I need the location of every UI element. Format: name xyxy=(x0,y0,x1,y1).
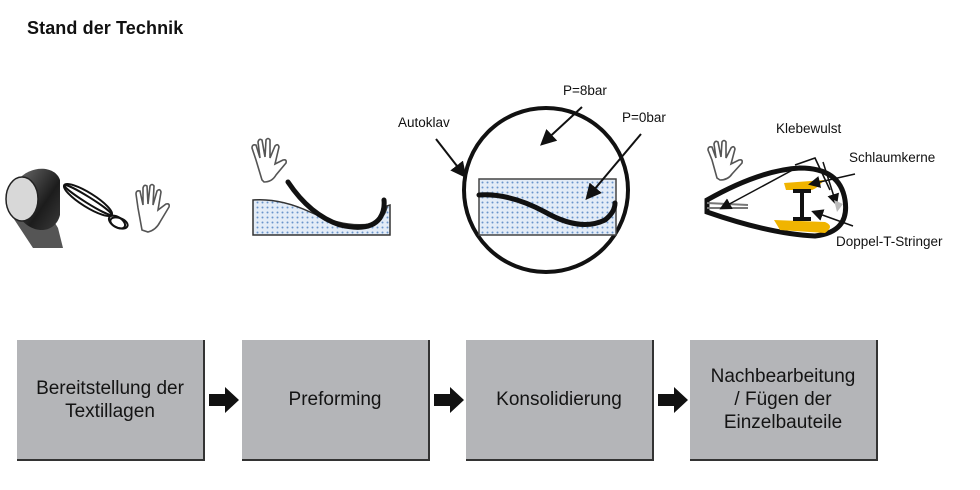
page-title: Stand der Technik xyxy=(27,18,184,38)
step-label: Preforming xyxy=(288,389,382,410)
pressure-outside-arrow xyxy=(540,106,583,146)
arrow-right-icon xyxy=(209,387,239,413)
scissors-icon xyxy=(62,183,129,230)
autoclave-arrow xyxy=(435,138,467,179)
step-label: Bereitstellung der Textillagen xyxy=(36,377,184,422)
process-step-preforming: Preforming xyxy=(242,340,430,461)
autoclave-icon xyxy=(435,106,642,274)
pressure-inside-arrow xyxy=(585,133,642,201)
arrow-right-icon xyxy=(434,387,464,413)
process-step-post-processing: Nachbearbeitung / Fügen der Einzelbautei… xyxy=(690,340,878,461)
process-step-textile-preparation: Bereitstellung der Textillagen xyxy=(17,340,205,461)
hand-icon-3 xyxy=(707,139,743,181)
process-step-consolidation: Konsolidierung xyxy=(466,340,654,461)
preform-mold-icon xyxy=(252,179,391,236)
hand-icon-2 xyxy=(251,137,287,183)
hand-icon xyxy=(135,183,170,233)
step-label: Nachbearbeitung / Fügen der Einzelbautei… xyxy=(710,366,856,433)
tube-cores-label: Schlaumkerne xyxy=(849,150,936,165)
pressure-outside-label: P=8bar xyxy=(563,83,607,98)
pressure-inside-label: P=0bar xyxy=(622,110,666,125)
illustration-layer xyxy=(5,106,856,274)
arrow-right-icon xyxy=(658,387,688,413)
stringer-label: Doppel-T-Stringer xyxy=(836,234,943,249)
adhesive-bead-label: Klebewulst xyxy=(776,121,842,136)
autoclave-label: Autoklav xyxy=(398,115,450,130)
step-label: Konsolidierung xyxy=(496,389,622,410)
tape-roll-icon xyxy=(5,168,63,248)
stringer-joint-icon xyxy=(704,157,856,239)
